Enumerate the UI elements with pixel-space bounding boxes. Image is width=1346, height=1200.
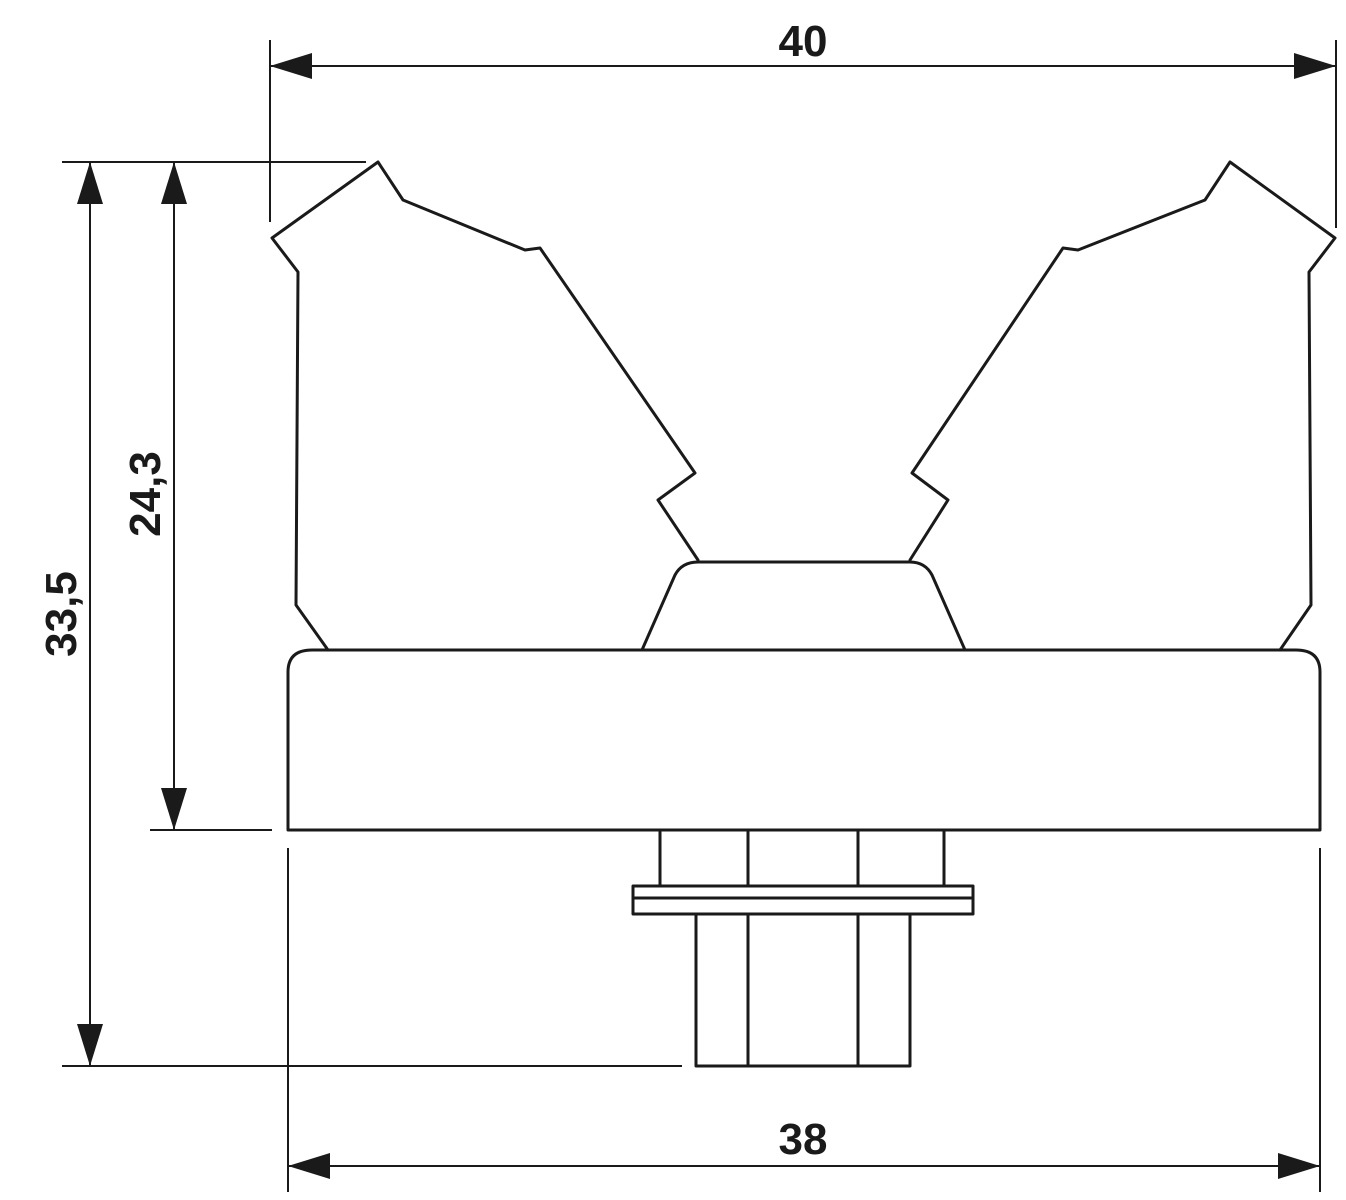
dim-label-overall-height: 33,5 <box>37 571 86 657</box>
arrowhead-top <box>77 162 103 204</box>
dimension-overall-width: 40 <box>270 17 1336 79</box>
dimension-body-height: 24,3 <box>121 162 187 830</box>
part-outline <box>270 160 1337 1068</box>
dim-label-base-width: 38 <box>779 1115 828 1164</box>
dim-label-body-height: 24,3 <box>121 451 170 537</box>
arrowhead-left <box>270 53 312 79</box>
arrowhead-left <box>288 1153 330 1179</box>
dim-label-overall-width: 40 <box>779 17 828 66</box>
left-wing <box>270 160 700 652</box>
flange <box>631 884 975 916</box>
base-plate <box>286 648 1322 832</box>
right-wing <box>908 160 1337 652</box>
arrowhead-right <box>1294 53 1336 79</box>
arrowhead-bottom <box>77 1024 103 1066</box>
arrowhead-bottom <box>161 788 187 830</box>
dimension-overall-height: 33,5 <box>37 162 103 1066</box>
extension-lines <box>62 40 1337 1192</box>
arrowhead-right <box>1278 1153 1320 1179</box>
lower-stem <box>694 912 912 1068</box>
arrowhead-top <box>161 162 187 204</box>
upper-stem <box>658 828 946 888</box>
dimension-base-width: 38 <box>288 1115 1320 1179</box>
center-plateau <box>640 560 967 652</box>
